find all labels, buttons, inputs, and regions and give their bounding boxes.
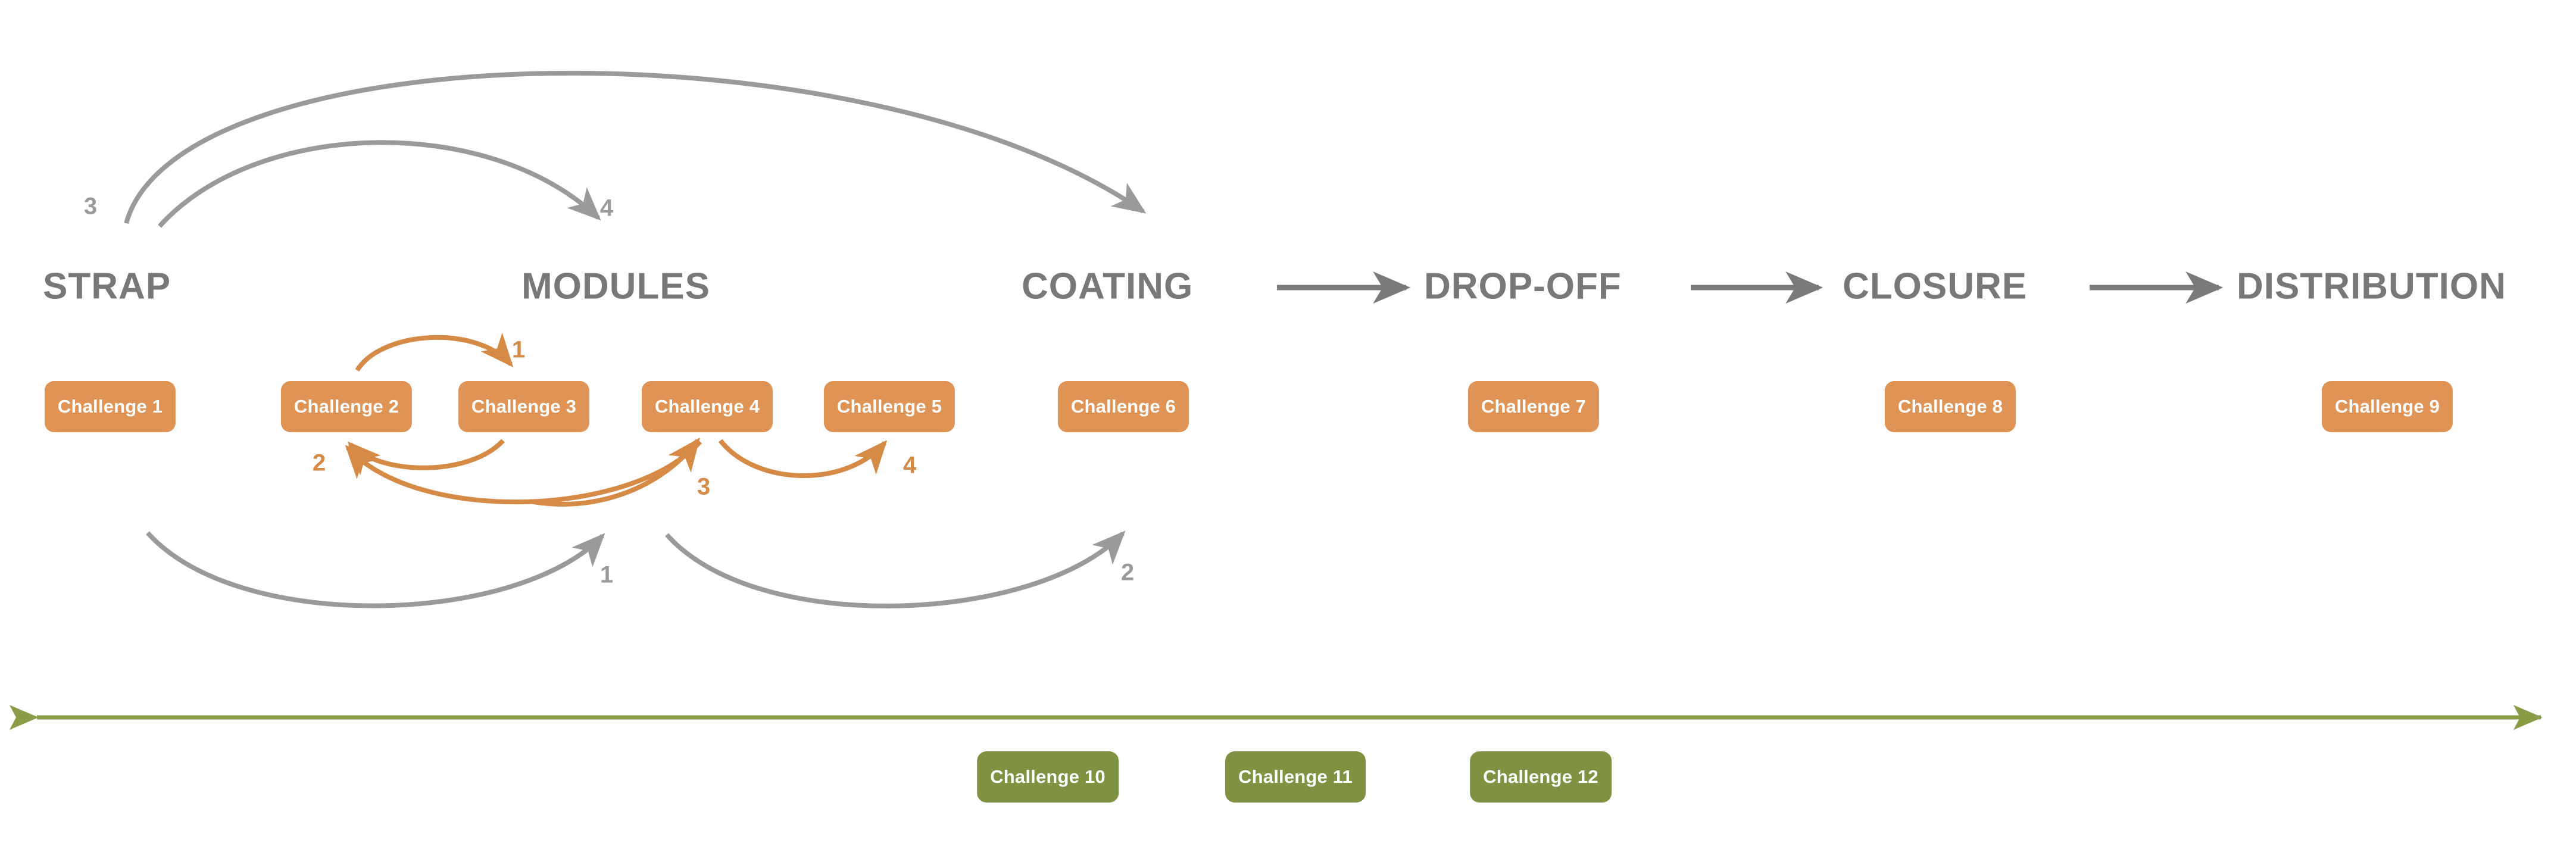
- seq-label-orange-4: 4: [903, 452, 917, 479]
- chip-challenge-6[interactable]: Challenge 6: [1057, 381, 1189, 432]
- chip-challenge-11[interactable]: Challenge 11: [1225, 751, 1366, 803]
- seq-label-gray-2: 2: [1120, 559, 1135, 586]
- stage-label-distribution: DISTRIBUTION: [2237, 266, 2506, 307]
- stage-label-coating: COATING: [1022, 266, 1194, 307]
- orange-feedback-arcs: [345, 332, 888, 507]
- gray-arc-1-strap-to-modules: [146, 531, 605, 608]
- stage-label-closure: CLOSURE: [1843, 266, 2028, 307]
- gray-feedback-arcs-top: [124, 70, 1147, 228]
- gray-feedback-arcs-bottom: [146, 530, 1126, 608]
- seq-label-orange-1: 1: [511, 336, 526, 363]
- gray-arc-2-modules-to-coating: [665, 530, 1126, 608]
- chip-challenge-1[interactable]: Challenge 1: [44, 381, 176, 432]
- gray-arc-4-strap-to-modules: [158, 140, 601, 228]
- orange-arc-2-c3-to-c2: [347, 439, 505, 476]
- orange-arc-c4-to-c2: [345, 440, 702, 505]
- chip-challenge-2[interactable]: Challenge 2: [280, 381, 413, 432]
- orange-arc-4-c4-to-c5: [718, 439, 888, 478]
- seq-label-gray-4: 4: [599, 195, 614, 221]
- chip-challenge-9[interactable]: Challenge 9: [2321, 381, 2453, 432]
- chip-challenge-12[interactable]: Challenge 12: [1470, 751, 1612, 803]
- stage-label-strap: STRAP: [43, 266, 171, 307]
- orange-arc-1-c2-to-c3: [355, 332, 514, 372]
- chip-challenge-3[interactable]: Challenge 3: [458, 381, 590, 432]
- seq-label-gray-3: 3: [83, 193, 98, 220]
- chip-challenge-8[interactable]: Challenge 8: [1884, 381, 2016, 432]
- seq-label-orange-2: 2: [312, 449, 326, 476]
- seq-label-orange-3: 3: [697, 473, 711, 500]
- chip-challenge-7[interactable]: Challenge 7: [1467, 381, 1600, 432]
- stage-label-modules: MODULES: [522, 266, 710, 307]
- chip-challenge-10[interactable]: Challenge 10: [977, 751, 1119, 803]
- orange-arc-3-to-c4: [529, 437, 700, 507]
- gray-arc-3-strap-to-coating: [124, 70, 1147, 224]
- seq-label-gray-1: 1: [599, 561, 614, 588]
- stage-label-drop-off: DROP-OFF: [1424, 266, 1622, 307]
- chip-challenge-5[interactable]: Challenge 5: [823, 381, 956, 432]
- chip-challenge-4[interactable]: Challenge 4: [641, 381, 773, 432]
